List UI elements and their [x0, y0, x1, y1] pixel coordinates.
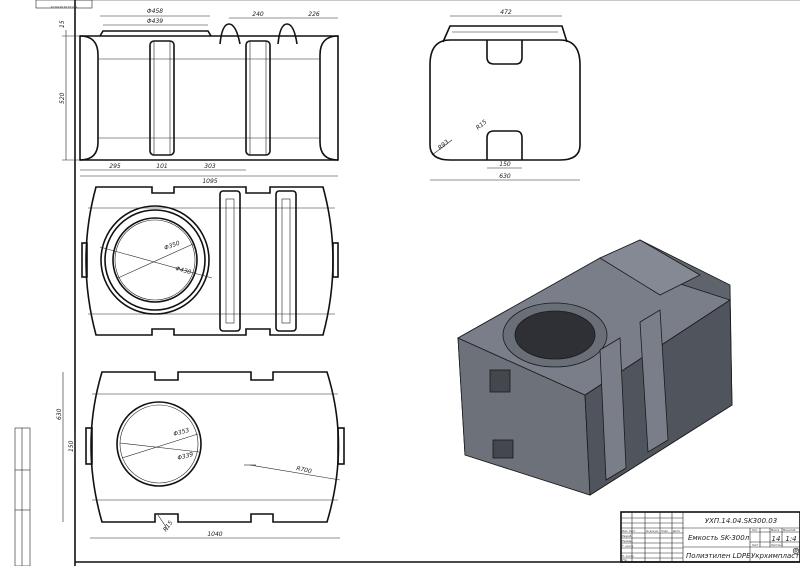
- isometric-tank-view: [457, 239, 733, 496]
- front-view: [62, 15, 339, 177]
- tb-scale: 1:4: [785, 535, 796, 543]
- dim-w240: 240: [252, 11, 264, 18]
- tb-col-scale: Масштаб: [783, 528, 796, 532]
- dim-w101: 101: [156, 163, 167, 170]
- tb-part-name: Емкость SK-300л: [688, 534, 750, 542]
- left-margin-strip: [14, 427, 31, 566]
- dim-h630: 630: [56, 408, 63, 420]
- tb-col-mass: Масса: [771, 528, 780, 532]
- tb-row-2: Подп.: [661, 529, 669, 533]
- tb-col-sheets: Листов 1: [771, 543, 784, 547]
- dim-d430: Φ430: [174, 265, 192, 276]
- dim-r15-side: R15: [475, 118, 489, 131]
- title-block: [620, 511, 800, 563]
- tb-company: Укрхимпласт: [751, 552, 800, 560]
- dim-d458: Φ458: [147, 8, 163, 15]
- top-view: [81, 186, 339, 336]
- dim-h520: 520: [59, 92, 66, 104]
- dim-h15: 15: [59, 20, 66, 28]
- top-stamp-text: УХП.14.04.SK300.03: [50, 5, 77, 9]
- tb-material: Полиэтилен LDPE: [686, 552, 751, 560]
- tb-row-7: Н. контр.: [622, 554, 635, 558]
- tb-row-6: Т. контр.: [622, 544, 634, 548]
- dim-w226: 226: [308, 11, 320, 18]
- top-stamp-box: [35, 0, 93, 9]
- dim-r700: R700: [296, 465, 313, 475]
- tb-row-3: Дата: [673, 529, 680, 533]
- dim-d350: Φ350: [163, 240, 181, 252]
- bottom-view: [62, 371, 345, 539]
- dim-w630: 630: [499, 173, 511, 180]
- dim-w150: 150: [499, 161, 511, 168]
- registered-mark-icon: [792, 547, 800, 555]
- tb-row-0: Изм. Лист: [622, 529, 636, 533]
- dim-w303: 303: [204, 163, 216, 170]
- dim-d339: Φ339: [177, 451, 195, 462]
- dim-w472: 472: [500, 9, 512, 16]
- tb-col-lit: Лит.: [752, 528, 758, 532]
- tb-col-sheet: Лист: [752, 543, 759, 547]
- tb-row-4: Разраб.: [622, 534, 632, 538]
- dim-d353: Φ353: [173, 427, 191, 438]
- dim-r93: R93: [437, 138, 451, 151]
- tb-mass: 14: [772, 535, 781, 543]
- dim-w1095: 1095: [202, 178, 217, 185]
- side-view: [429, 15, 581, 181]
- dim-w295: 295: [109, 163, 121, 170]
- tb-designation: УХП.14.04.SK300.03: [705, 517, 777, 525]
- dim-h150: 150: [68, 440, 75, 452]
- tb-row-1: № докум.: [646, 530, 659, 533]
- dim-w1040: 1040: [207, 531, 222, 538]
- tb-row-8: Утв.: [622, 558, 628, 562]
- dim-d439: Φ439: [147, 18, 163, 25]
- dim-r15: R15: [162, 519, 175, 533]
- tb-row-5: Провер.: [622, 539, 633, 543]
